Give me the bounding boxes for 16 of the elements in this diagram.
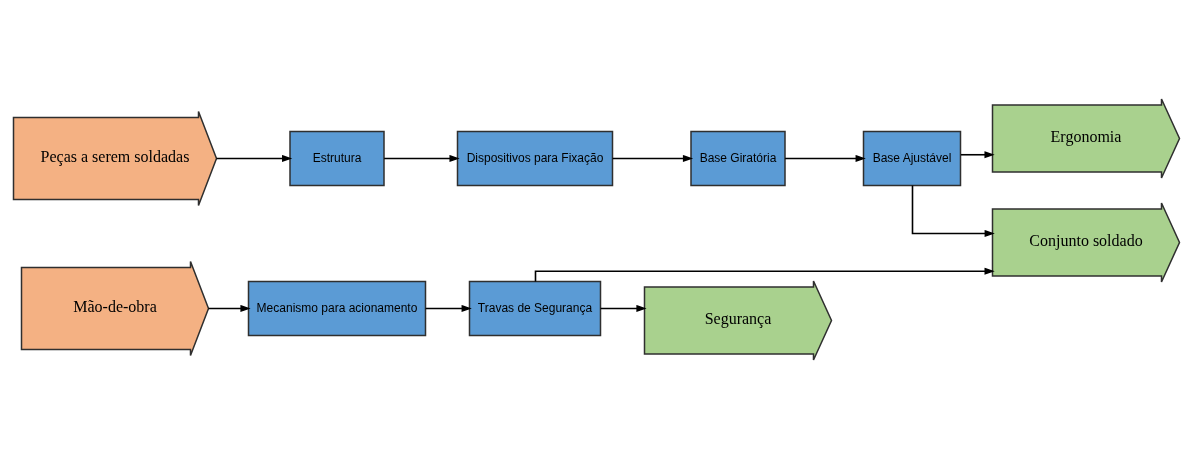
node-box: Dispositivos para Fixação — [456, 130, 613, 187]
arrow — [959, 151, 995, 159]
node-box: Base Ajustável — [862, 130, 961, 187]
arrow — [424, 304, 472, 313]
node-box: Estrutura — [288, 130, 385, 187]
arrow — [382, 154, 460, 163]
arrow — [534, 267, 995, 283]
arrow — [783, 154, 866, 163]
arrow — [611, 154, 693, 163]
node-box: Mecanismo para acionamento — [247, 280, 426, 337]
arrow — [215, 154, 292, 163]
node-box: Base Giratória — [689, 130, 786, 187]
node-box: Travas de Segurança — [468, 280, 601, 337]
arrow — [207, 304, 251, 313]
arrow — [911, 184, 995, 238]
arrow — [599, 304, 647, 313]
